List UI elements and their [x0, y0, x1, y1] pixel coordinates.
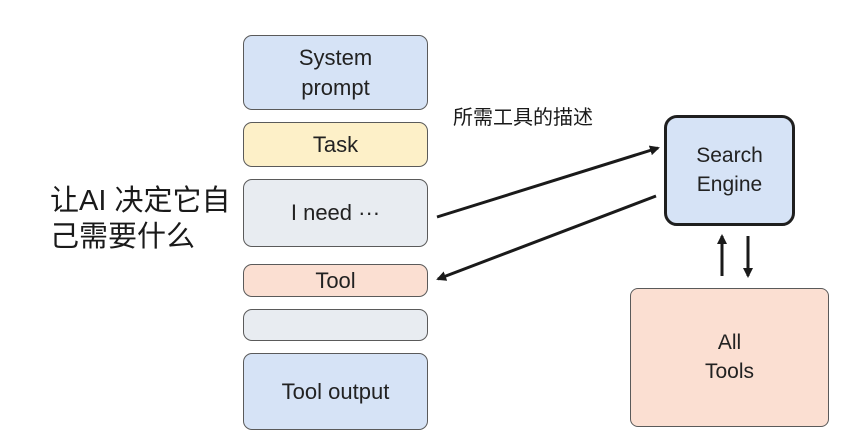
all-tools-line-1: All — [717, 331, 742, 355]
tool-output-block: Tool output — [243, 353, 428, 430]
tool-block: Tool — [243, 264, 428, 297]
i-need-block: I need ··· — [243, 179, 428, 247]
empty-context-block — [243, 309, 428, 341]
side-caption: 让AI 决定它自 己需要什么 — [50, 183, 235, 255]
search-engine-line-1: Search — [696, 144, 763, 168]
i-need-label: I need ··· — [290, 200, 381, 226]
all-tools-line-2: Tools — [704, 359, 755, 383]
system-prompt-line-2: prompt — [301, 74, 370, 100]
response-arrow — [436, 194, 657, 281]
system-prompt-line-1: System — [298, 44, 373, 70]
task-label: Task — [312, 131, 359, 157]
system-prompt-block: System prompt — [243, 35, 428, 110]
tool-output-label: Tool output — [281, 378, 390, 404]
search-engine-line-2: Engine — [696, 172, 763, 196]
side-caption-line-1: 让AI 决定它自 — [50, 185, 231, 217]
search-engine-block: Search Engine — [664, 115, 795, 226]
tool-label: Tool — [315, 267, 356, 293]
tool-description-label: 所需工具的描述 — [453, 107, 593, 129]
side-caption-line-2: 己需要什么 — [50, 221, 196, 253]
all-tools-block: All Tools — [630, 288, 829, 427]
request-arrow — [436, 145, 660, 219]
task-block: Task — [243, 122, 428, 167]
